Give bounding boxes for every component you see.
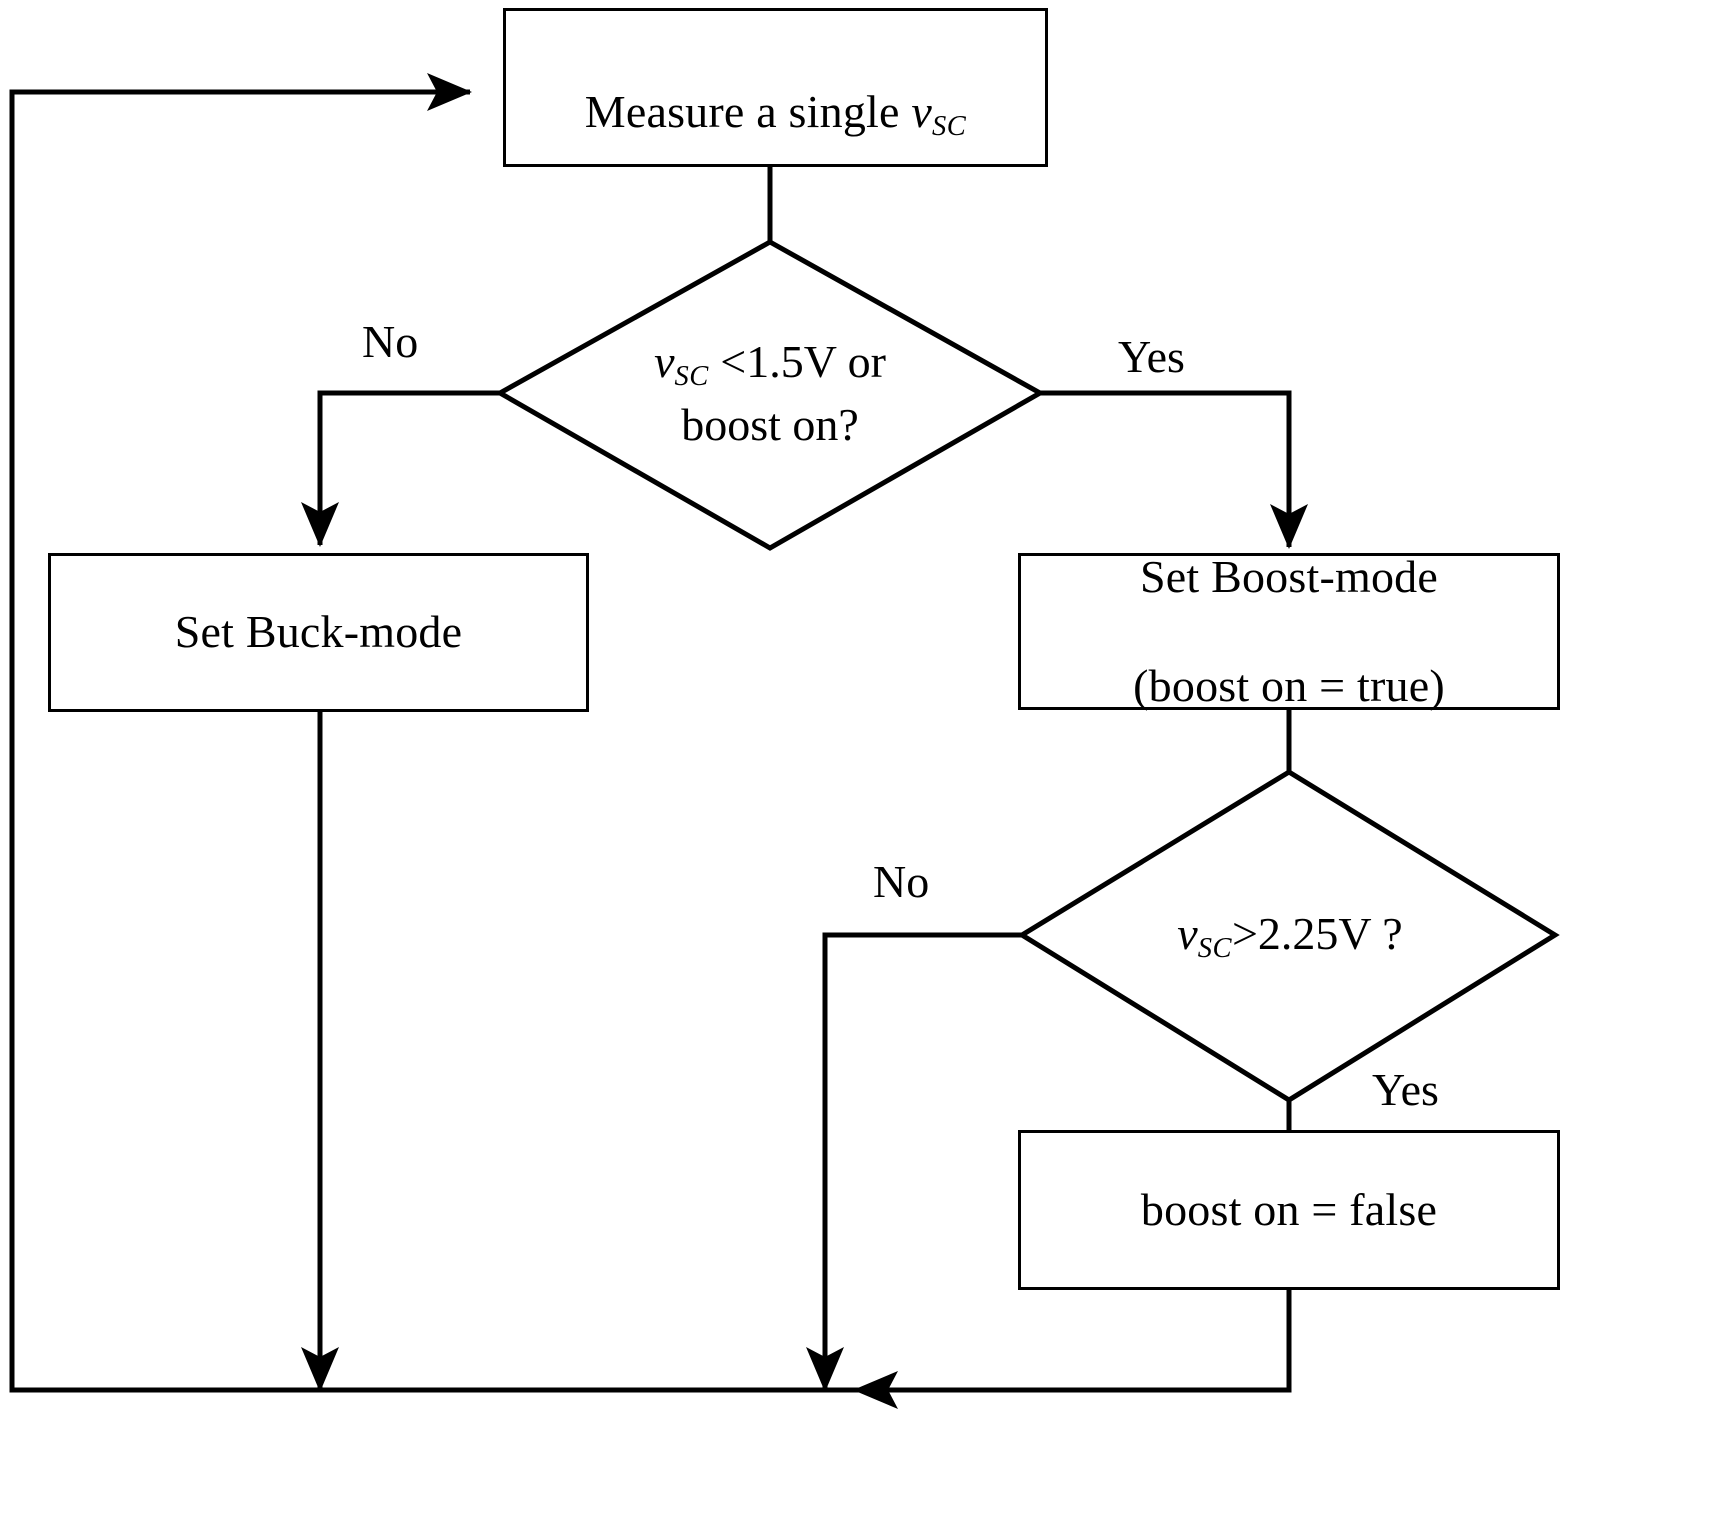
process-measure-node[interactable]: Measure a single vSC	[503, 8, 1048, 167]
decision-check-buck-shape	[494, 239, 1046, 551]
edge-check-boost-no	[806, 932, 1022, 1392]
edge-label-check-boost-yes: Yes	[1372, 1064, 1439, 1115]
edge-feedback-loop	[9, 73, 1289, 1393]
edge-boost-false-to-bus	[853, 1290, 1292, 1409]
process-set-boost-line1: Set Boost-mode	[1140, 551, 1438, 603]
process-boost-false-label: boost on = false	[1140, 1183, 1438, 1235]
process-set-boost-label: Set Boost-mode (boost on = true)	[1133, 496, 1445, 767]
variable-vsc: vSC	[911, 86, 967, 143]
decision-check-boost-shape	[1017, 769, 1560, 1103]
edge-label-check-buck-no: No	[362, 316, 419, 367]
process-set-buck-label: Set Buck-mode	[174, 606, 463, 658]
process-set-boost-line2: (boost on = true)	[1133, 659, 1445, 711]
process-boost-false-node[interactable]: boost on = false	[1018, 1130, 1560, 1290]
process-measure-label: Measure a single vSC	[584, 86, 967, 143]
edge-label-check-buck-yes: Yes	[1118, 331, 1185, 382]
edge-check-buck-no	[301, 390, 500, 547]
process-set-boost-node[interactable]: Set Boost-mode (boost on = true)	[1018, 551, 1560, 711]
process-set-buck-node[interactable]: Set Buck-mode	[48, 553, 589, 712]
edge-label-check-boost-no: No	[873, 856, 930, 907]
edge-check-buck-yes	[1040, 390, 1308, 549]
